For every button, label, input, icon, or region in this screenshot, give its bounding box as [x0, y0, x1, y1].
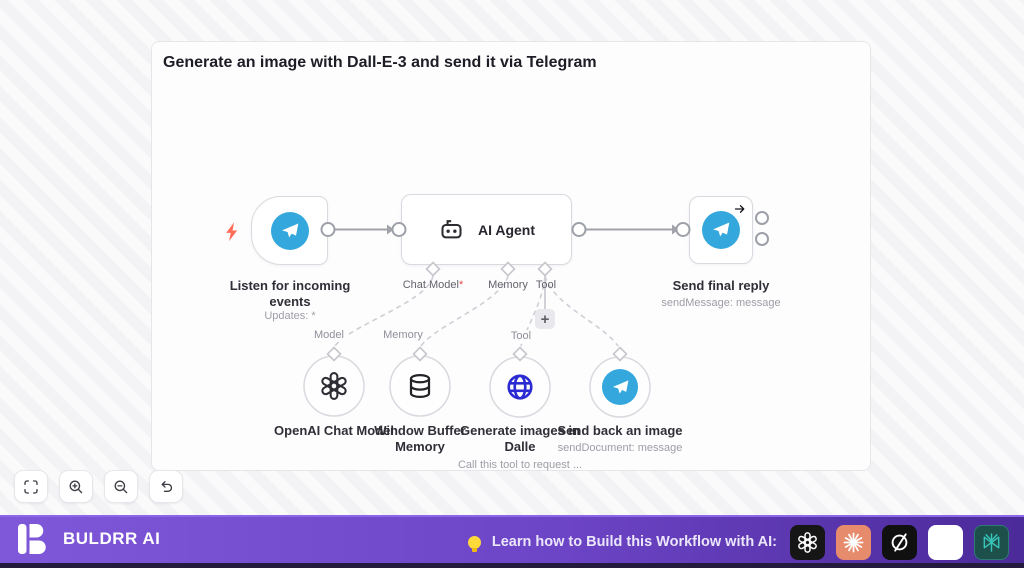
fit-view-button[interactable]: [14, 470, 48, 503]
output-arrow-icon: [734, 203, 746, 215]
claude-starburst-icon[interactable]: [836, 524, 871, 560]
trigger-node-label: Listen for incoming events: [229, 278, 351, 309]
footer-bottom-strip: [0, 563, 1024, 568]
canvas-controls: [14, 470, 183, 503]
buldrr-logo-icon: [18, 524, 46, 554]
promo-area: Learn how to Build this Workflow with AI…: [467, 522, 1009, 562]
link-label-tool: Tool: [507, 330, 535, 342]
brand-name: BULDRR AI: [63, 529, 161, 548]
dalle-top-port[interactable]: [512, 346, 528, 362]
agent-output-port[interactable]: [571, 222, 587, 237]
agent-tool-port-label: Tool: [535, 279, 557, 291]
zoom-out-button[interactable]: [104, 470, 138, 503]
reply-output-port-1[interactable]: [755, 211, 769, 225]
telegram-icon: [270, 211, 309, 250]
reply-node-subtitle: sendMessage: message: [661, 297, 781, 309]
database-icon: [407, 373, 434, 400]
brand: BULDRR AI: [18, 524, 160, 554]
undo-icon: [157, 478, 175, 496]
add-tool-button[interactable]: +: [535, 309, 555, 329]
zoom-in-icon: [67, 478, 85, 496]
zoom-in-button[interactable]: [59, 470, 93, 503]
ai-agent-node[interactable]: AI Agent: [401, 194, 572, 265]
promo-text: Learn how to Build this Workflow with AI…: [491, 534, 777, 550]
send-image-subnode-label: Send back an image: [557, 423, 683, 438]
canvas-panel[interactable]: Generate an image with Dall-E-3 and send…: [151, 41, 871, 471]
openai-logo-icon: [319, 371, 350, 402]
reply-output-port-2[interactable]: [755, 232, 769, 246]
grok-slashed-circle-icon[interactable]: [882, 524, 917, 560]
trigger-node-listen-for-incoming-events[interactable]: [251, 196, 328, 265]
ai-agent-label: AI Agent: [477, 221, 536, 238]
globe-icon: [505, 372, 535, 402]
robot-icon: [438, 216, 465, 243]
agent-memory-port-label: Memory: [488, 279, 528, 291]
memory-top-port[interactable]: [412, 346, 428, 362]
fit-view-icon: [22, 478, 40, 496]
send-final-reply-node[interactable]: [689, 196, 753, 264]
openai-top-port[interactable]: [326, 346, 342, 362]
trigger-node-subtitle: Updates: *: [264, 310, 316, 322]
agent-chat-model-port-label: Chat Model*: [402, 279, 464, 291]
teal-geometric-logo-icon[interactable]: [974, 524, 1009, 560]
gemini-sparkle-icon[interactable]: [928, 524, 963, 560]
reply-node-label: Send final reply: [672, 278, 770, 293]
lightbulb-icon: [467, 535, 481, 552]
link-label-memory: Memory: [380, 329, 426, 341]
lightning-bolt-icon: [222, 221, 244, 243]
zoom-out-icon: [112, 478, 130, 496]
memory-subnode-label: Window Buffer Memory: [374, 423, 466, 454]
openai-logo-icon[interactable]: [790, 524, 825, 560]
send-image-top-port[interactable]: [612, 346, 628, 362]
reply-input-port[interactable]: [675, 222, 691, 237]
telegram-icon: [702, 211, 740, 249]
link-label-model: Model: [311, 329, 347, 341]
send-image-subnode-subtitle: sendDocument: message: [557, 442, 683, 454]
dalle-subnode-subtitle: Call this tool to request ...: [457, 459, 583, 471]
workflow-title[interactable]: Generate an image with Dall-E-3 and send…: [163, 54, 597, 71]
undo-button[interactable]: [149, 470, 183, 503]
dalle-subnode-label: Generate images in Dalle: [460, 423, 580, 454]
telegram-icon: [602, 369, 638, 405]
footer-bar: BULDRR AI Learn how to Build this Workfl…: [0, 515, 1024, 568]
openai-subnode-label: OpenAI Chat Model: [274, 423, 394, 438]
